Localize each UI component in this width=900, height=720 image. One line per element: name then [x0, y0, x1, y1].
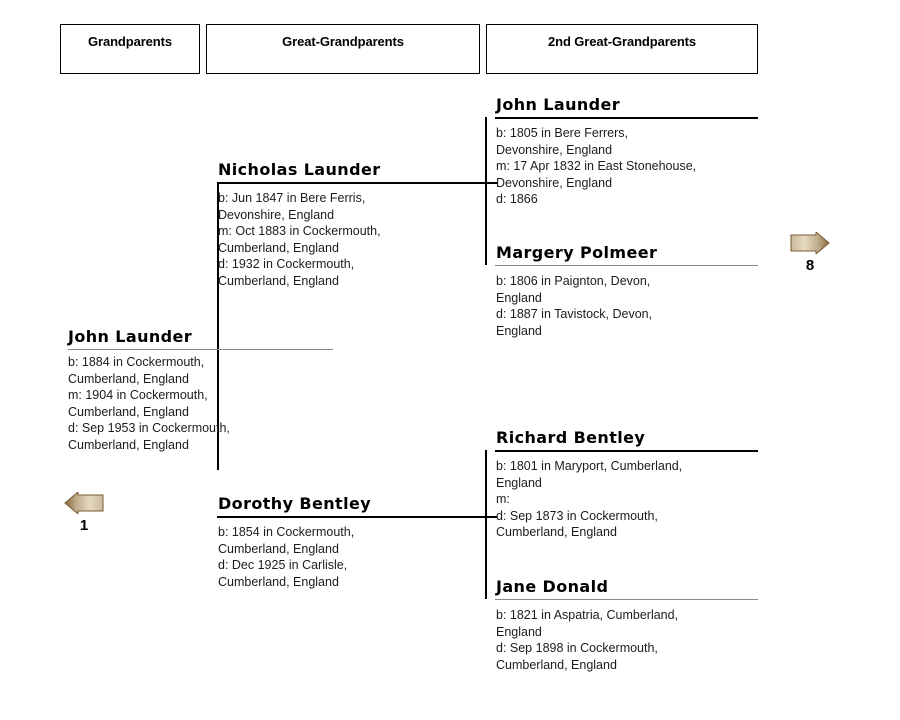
connector-line-nicholas-name-rule	[217, 182, 487, 184]
person-card-john-launder-2nd-great[interactable]: John Launder b: 1805 in Bere Ferrers, De…	[496, 95, 758, 208]
person-detail-line: Cumberland, England	[68, 437, 189, 452]
person-card-margery-polmeer[interactable]: Margery Polmeer b: 1806 in Paignton, Dev…	[496, 243, 758, 339]
connector-line-upper-stub	[485, 182, 497, 184]
connector-line-nicholas-vertical	[217, 182, 219, 470]
person-detail-line: d: 1866	[496, 192, 538, 206]
person-detail-line: d: Sep 1953 in Cockermouth,	[68, 421, 230, 435]
person-detail-line: England	[496, 290, 542, 305]
connector-line-john-launder-ggf-rule	[495, 117, 758, 119]
person-name[interactable]: John Launder	[496, 95, 621, 114]
person-detail-line: b: Jun 1847 in Bere Ferris,	[218, 191, 366, 205]
person-detail-line: b: 1854 in Cockermouth,	[218, 525, 355, 539]
person-details: b: Jun 1847 in Bere Ferris, Devonshire, …	[218, 190, 486, 289]
person-detail-line: m:	[496, 492, 510, 506]
person-detail-line: Cumberland, England	[68, 371, 189, 386]
person-detail-line: Cumberland, England	[218, 240, 339, 255]
person-detail-line: Devonshire, England	[496, 175, 613, 190]
person-detail-line: b: 1805 in Bere Ferrers,	[496, 126, 629, 140]
person-detail-line: England	[496, 323, 542, 338]
person-detail-line: Cumberland, England	[218, 541, 339, 556]
person-detail-line: d: 1932 in Cockermouth,	[218, 257, 355, 271]
person-details: b: 1805 in Bere Ferrers, Devonshire, Eng…	[496, 125, 758, 208]
arrow-right-icon[interactable]	[790, 232, 830, 254]
person-detail-line: m: 17 Apr 1832 in East Stonehouse,	[496, 159, 697, 173]
person-card-jane-donald[interactable]: Jane Donald b: 1821 in Aspatria, Cumberl…	[496, 577, 758, 673]
person-detail-line: b: 1806 in Paignton, Devon,	[496, 274, 651, 288]
person-detail-line: Cumberland, England	[218, 574, 339, 589]
connector-line-lower-bracket	[485, 450, 487, 599]
person-detail-line: b: 1884 in Cockermouth,	[68, 355, 205, 369]
person-detail-line: m: 1904 in Cockermouth,	[68, 388, 208, 402]
connector-line-jane-donald-rule	[495, 599, 758, 600]
person-name[interactable]: Richard Bentley	[496, 428, 646, 447]
connector-line-dorothy-name-rule	[217, 516, 487, 518]
column-header-great-grandparents: Great-Grandparents	[206, 24, 480, 74]
person-name[interactable]: Nicholas Launder	[218, 160, 381, 179]
person-detail-line: Devonshire, England	[218, 207, 335, 222]
nav-back-button[interactable]: 1	[56, 492, 112, 534]
connector-line-richard-bentley-rule	[495, 450, 758, 452]
connector-line-lower-stub	[485, 516, 497, 518]
person-detail-line: Cumberland, England	[496, 657, 617, 672]
nav-forward-number: 8	[805, 257, 815, 274]
person-name[interactable]: Margery Polmeer	[496, 243, 658, 262]
person-detail-line: Cumberland, England	[68, 404, 189, 419]
person-card-nicholas-launder[interactable]: Nicholas Launder b: Jun 1847 in Bere Fer…	[218, 160, 486, 289]
person-detail-line: b: 1801 in Maryport, Cumberland,	[496, 459, 683, 473]
person-details: b: 1821 in Aspatria, Cumberland, England…	[496, 607, 758, 673]
person-detail-line: b: 1821 in Aspatria, Cumberland,	[496, 608, 679, 622]
person-details: b: 1806 in Paignton, Devon, England d: 1…	[496, 273, 758, 339]
person-details: b: 1801 in Maryport, Cumberland, England…	[496, 458, 758, 541]
arrow-left-icon[interactable]	[64, 492, 104, 514]
person-name[interactable]: John Launder	[68, 327, 193, 346]
person-detail-line: m: Oct 1883 in Cockermouth,	[218, 224, 381, 238]
person-detail-line: d: Sep 1873 in Cockermouth,	[496, 508, 658, 523]
column-header-label: Great-Grandparents	[282, 34, 404, 49]
nav-back-number: 1	[79, 517, 89, 534]
column-header-2nd-great-grandparents: 2nd Great-Grandparents	[486, 24, 758, 74]
column-header-label: Grandparents	[87, 34, 173, 49]
person-name-underline	[68, 349, 333, 350]
person-card-richard-bentley[interactable]: Richard Bentley b: 1801 in Maryport, Cum…	[496, 428, 758, 541]
column-header-label: 2nd Great-Grandparents	[547, 34, 697, 49]
person-detail-line: England	[496, 475, 542, 490]
connector-line-margery-polmeer-rule	[495, 265, 758, 266]
person-name[interactable]: Dorothy Bentley	[218, 494, 372, 513]
person-detail-line: d: 1887 in Tavistock, Devon,	[496, 307, 653, 321]
person-name[interactable]: Jane Donald	[496, 577, 609, 596]
person-detail-line: Cumberland, England	[218, 273, 339, 288]
person-card-dorothy-bentley[interactable]: Dorothy Bentley b: 1854 in Cockermouth, …	[218, 494, 486, 590]
connector-line-upper-bracket	[485, 117, 487, 265]
person-card-john-launder-self[interactable]: John Launder b: 1884 in Cockermouth, Cum…	[68, 327, 336, 453]
person-details: b: 1854 in Cockermouth, Cumberland, Engl…	[218, 524, 486, 590]
person-detail-line: Cumberland, England	[496, 525, 617, 539]
nav-forward-button[interactable]: 8	[782, 232, 838, 274]
person-detail-line: England	[496, 624, 542, 639]
person-detail-line: Devonshire, England	[496, 142, 613, 157]
person-details: b: 1884 in Cockermouth, Cumberland, Engl…	[68, 354, 336, 453]
person-detail-line: d: Dec 1925 in Carlisle,	[218, 558, 348, 572]
column-header-grandparents: Grandparents	[60, 24, 200, 74]
person-detail-line: d: Sep 1898 in Cockermouth,	[496, 641, 658, 655]
